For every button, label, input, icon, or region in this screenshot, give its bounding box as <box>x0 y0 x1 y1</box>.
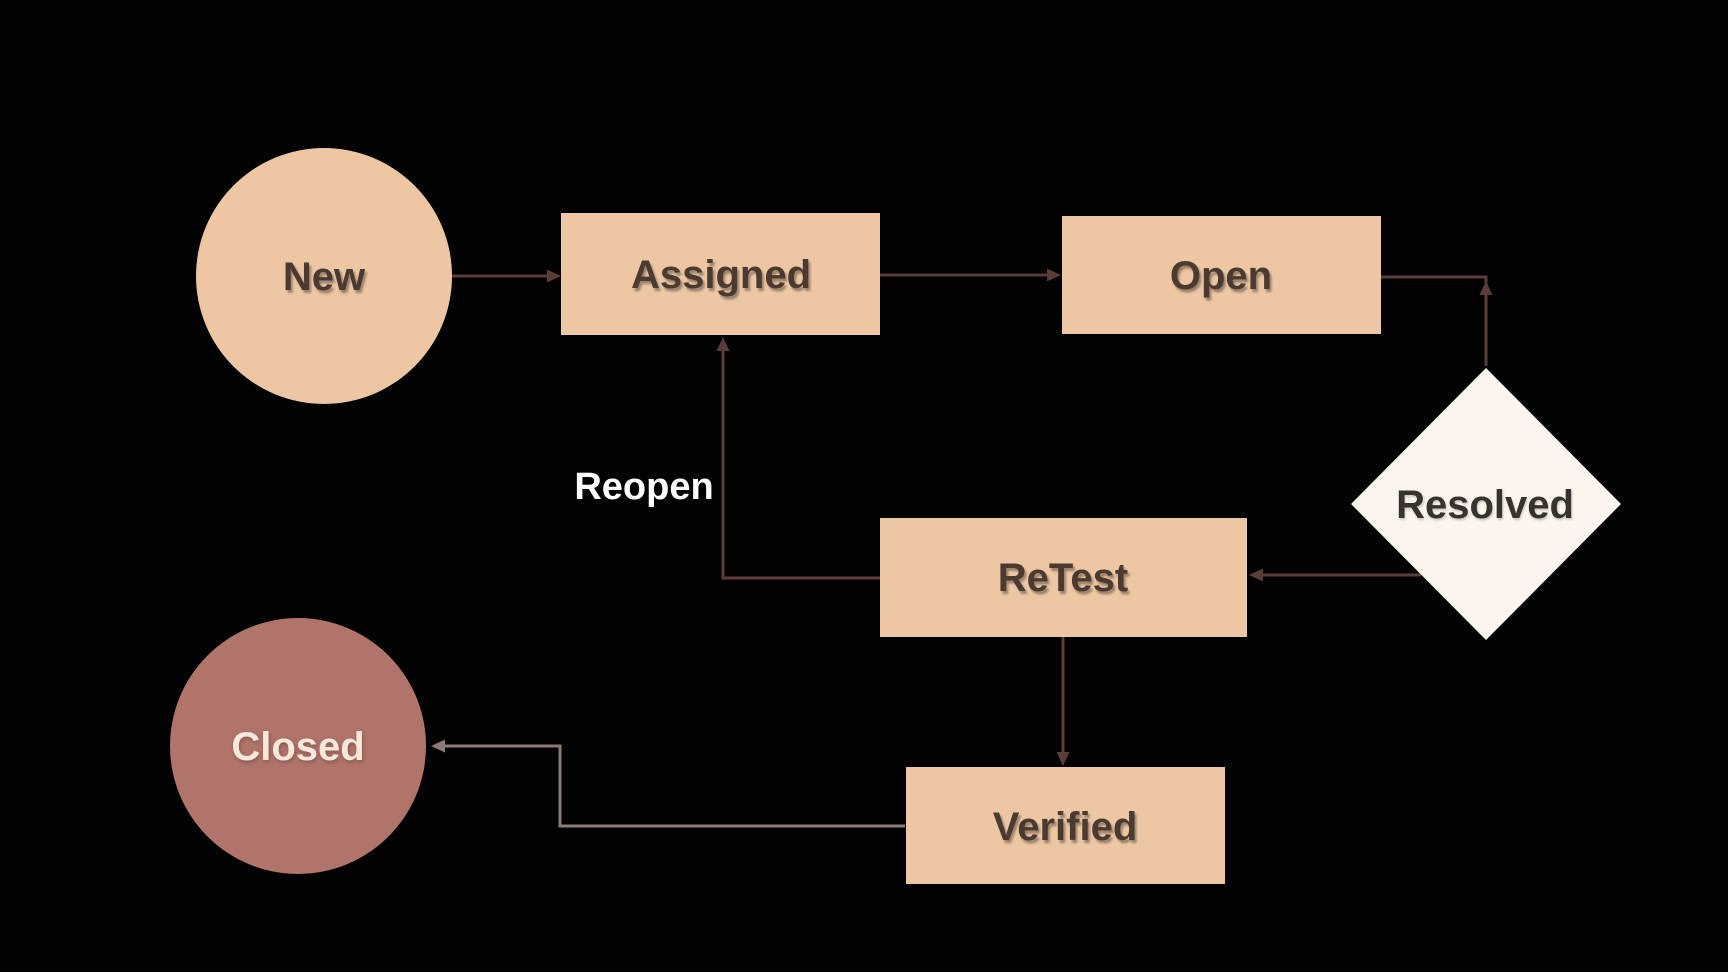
node-new-label: New <box>283 255 366 299</box>
arrowhead-right-icon <box>547 269 561 283</box>
node-verified-label: Verified <box>993 805 1138 849</box>
node-resolved-label: Resolved <box>1396 483 1574 527</box>
edge-line <box>444 744 905 828</box>
node-verified: Verified <box>906 767 1225 884</box>
arrowhead-left-icon <box>1249 568 1263 582</box>
node-assigned-rect <box>561 213 880 335</box>
node-retest-rect <box>880 518 1247 637</box>
node-assigned-label: Assigned <box>631 253 811 297</box>
node-resolved-diamond <box>1351 368 1621 640</box>
node-closed-circle <box>170 618 426 874</box>
edge-retest-to-verified <box>1056 637 1070 766</box>
arrowhead-up-icon <box>1479 281 1493 295</box>
arrowhead-right-icon <box>1047 268 1061 282</box>
node-open-rect <box>1062 216 1381 334</box>
edge-new-to-assigned <box>452 269 561 283</box>
edge-label-reopen: Reopen <box>574 466 713 508</box>
arrowhead-left-icon <box>431 739 445 753</box>
node-retest-label: ReTest <box>998 556 1128 600</box>
edge-retest-to-assigned-reopen <box>716 337 880 580</box>
edge-verified-to-closed <box>431 739 905 828</box>
node-assigned: Assigned <box>561 213 880 335</box>
node-resolved: Resolved <box>1351 368 1621 640</box>
edge-line <box>1381 275 1488 366</box>
node-retest: ReTest <box>880 518 1247 637</box>
edge-open-to-resolved <box>1381 275 1493 366</box>
node-open: Open <box>1062 216 1381 334</box>
node-closed-label: Closed <box>231 725 364 769</box>
node-open-label: Open <box>1170 254 1272 298</box>
node-new: New <box>196 148 452 404</box>
edge-resolved-to-retest <box>1249 568 1421 582</box>
node-new-circle <box>196 148 452 404</box>
arrowhead-down-icon <box>1056 752 1070 766</box>
edge-line <box>721 348 880 580</box>
arrowhead-up-icon <box>716 337 730 351</box>
node-closed: Closed <box>170 618 426 874</box>
edge-assigned-to-open <box>880 268 1061 282</box>
node-verified-rect <box>906 767 1225 884</box>
